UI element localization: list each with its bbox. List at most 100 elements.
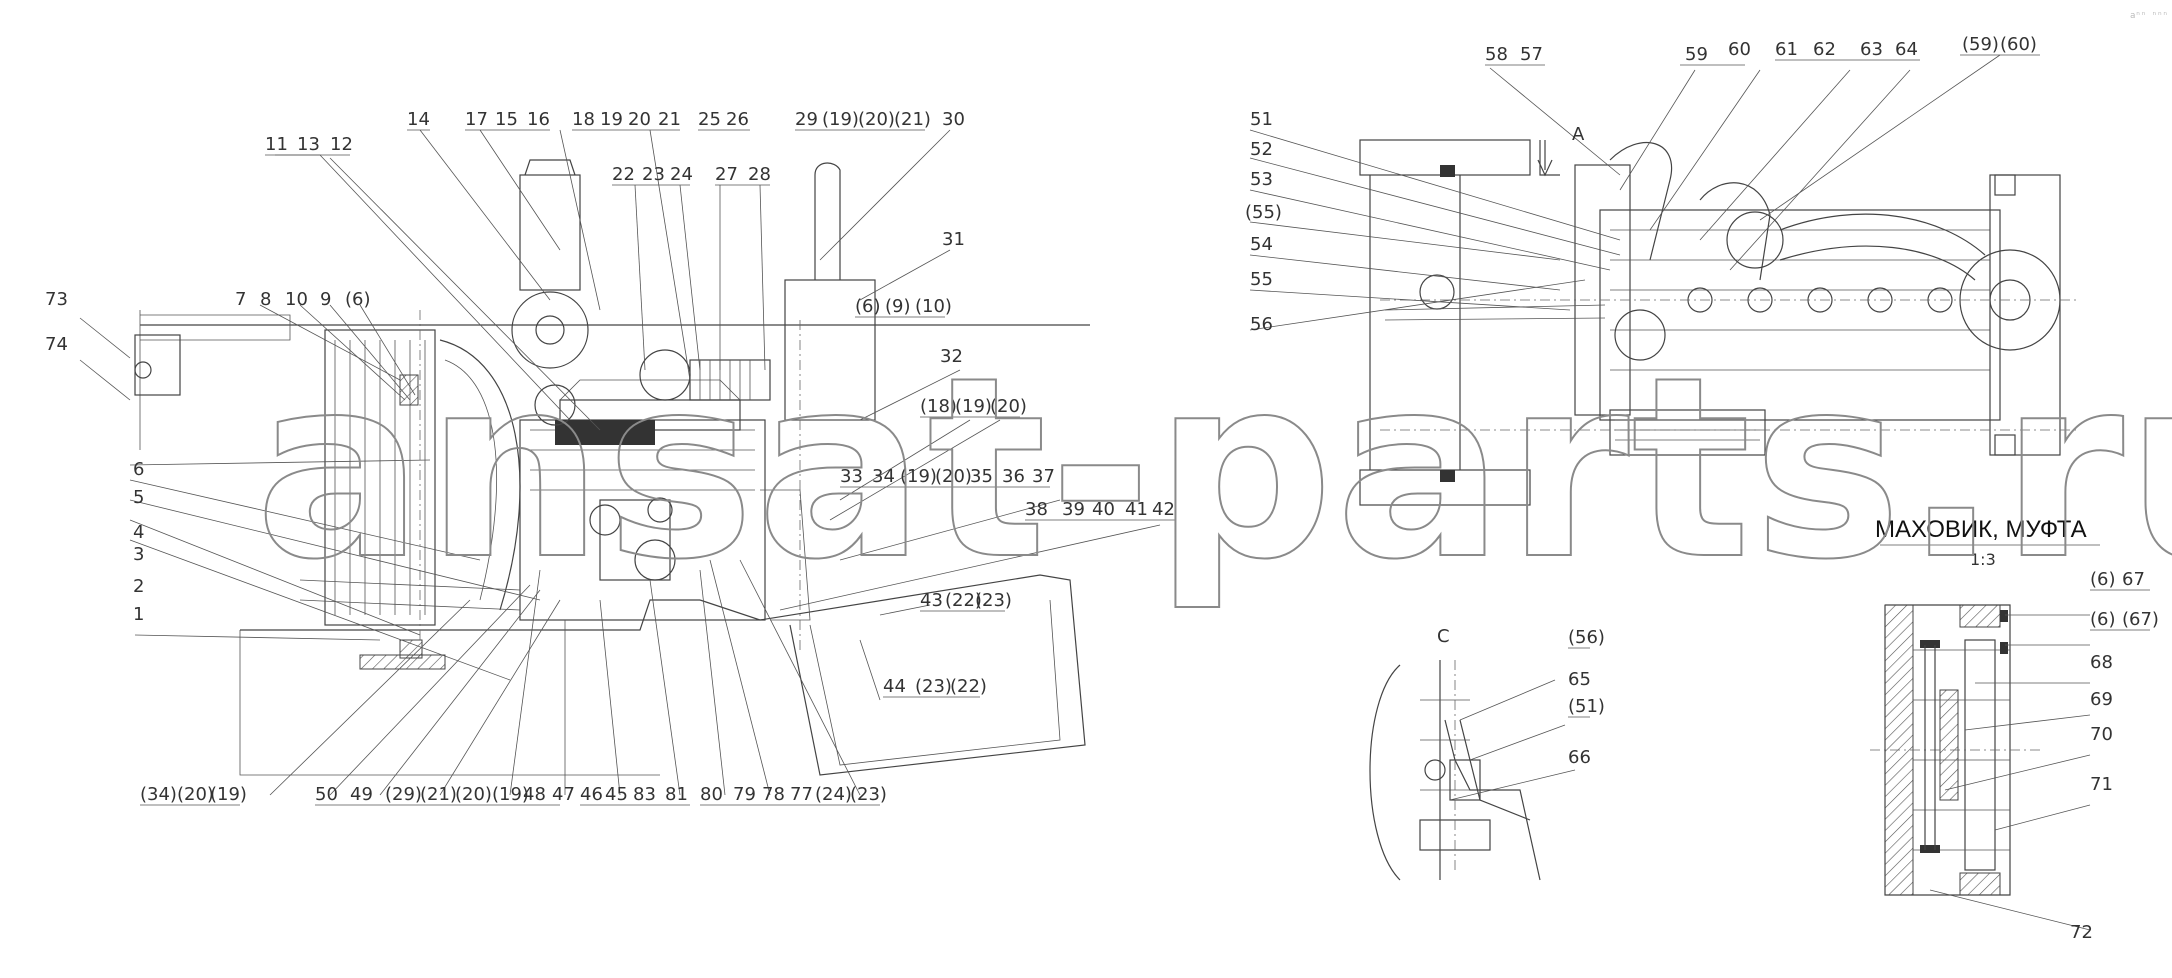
flywheel-clutch-section [1870,604,2040,896]
label-r6f: (6) [2090,609,2116,630]
label-9: 9 [320,289,331,310]
label-78: 78 [762,784,785,805]
label-36: 36 [1002,466,1025,487]
label-19: 19 [600,109,623,130]
label-62: 62 [1813,39,1836,60]
label-2: 2 [133,576,144,597]
label-8: 8 [260,289,271,310]
label-47: 47 [552,784,575,805]
view-c-leaders [1449,679,1576,801]
top-view [1359,139,2080,506]
label-r20b: (20) [990,396,1027,417]
label-b23: (23) [850,784,887,805]
label-6: 6 [133,459,144,480]
label-4: 4 [133,522,144,543]
label-79: 79 [733,784,756,805]
label-r6e: (6) [2090,569,2116,590]
label-31: 31 [942,229,965,250]
label-49: 49 [350,784,373,805]
label-underlines [140,54,2150,806]
label-5: 5 [133,487,144,508]
label-55: 55 [1250,269,1273,290]
view-c-detail [1369,660,1541,881]
label-b24: (24) [815,784,852,805]
label-44: 44 [883,676,906,697]
label-56: 56 [1250,314,1273,335]
label-66: 66 [1568,747,1591,768]
label-32: 32 [940,346,963,367]
label-60: 60 [1728,39,1751,60]
label-27: 27 [715,164,738,185]
label-r20c: (20) [935,466,972,487]
label-r67: (67) [2122,609,2159,630]
watermark: ansat-parts.ru [255,323,2172,614]
label-b20b: (20) [455,784,492,805]
label-15: 15 [495,109,518,130]
label-r59: (59) [1962,34,1999,55]
label-42: 42 [1152,499,1175,520]
label-b20: (20) [177,784,214,805]
label-45: 45 [605,784,628,805]
label-67: 67 [2122,569,2145,590]
label-r19c: (19) [900,466,937,487]
label-25: 25 [698,109,721,130]
label-29: 29 [795,109,818,130]
section-title: МАХОВИК, МУФТА [1875,516,2087,543]
label-20: 20 [628,109,651,130]
left-leader-lines [79,129,1161,796]
label-r6: (6) [855,296,881,317]
label-68: 68 [2090,652,2113,673]
label-81: 81 [665,784,688,805]
label-18: 18 [572,109,595,130]
label-b34: (34) [140,784,177,805]
label-22: 22 [612,164,635,185]
flywheel-leaders [1929,614,2091,931]
label-r56: (56) [1568,627,1605,648]
label-59: 59 [1685,44,1708,65]
label-17: 17 [465,109,488,130]
label-63: 63 [1860,39,1883,60]
label-24: 24 [670,164,693,185]
label-7: 7 [235,289,246,310]
label-83: 83 [633,784,656,805]
label-43: 43 [920,590,943,611]
label-33: 33 [840,466,863,487]
label-12: 12 [330,134,353,155]
label-26: 26 [726,109,749,130]
label-b19b: (19) [492,784,529,805]
label-35: 35 [970,466,993,487]
label-74: 74 [45,334,68,355]
label-14: 14 [407,109,430,130]
label-r23: (23) [975,590,1012,611]
label-77: 77 [790,784,813,805]
label-23: 23 [642,164,665,185]
label-view-c: C [1437,626,1450,647]
label-r9: (9) [885,296,911,317]
label-58: 58 [1485,44,1508,65]
label-30: 30 [942,109,965,130]
label-70: 70 [2090,724,2113,745]
label-r55: (55) [1245,202,1282,223]
label-r22: (22) [945,590,982,611]
label-b21: (21) [420,784,457,805]
label-52: 52 [1250,139,1273,160]
label-34: 34 [872,466,895,487]
label-73: 73 [45,289,68,310]
label-21: 21 [658,109,681,130]
label-61: 61 [1775,39,1798,60]
label-b29: (29) [385,784,422,805]
label-39: 39 [1062,499,1085,520]
label-r18: (18) [920,396,957,417]
label-r19b: (19) [955,396,992,417]
label-37: 37 [1032,466,1055,487]
label-38: 38 [1025,499,1048,520]
label-64: 64 [1895,39,1918,60]
callout-labels: 11 13 12 14 17 15 16 18 19 20 21 25 26 2… [45,34,2159,943]
label-r19: (19) [822,109,859,130]
label-80: 80 [700,784,723,805]
label-r10: (10) [915,296,952,317]
label-r60: (60) [2000,34,2037,55]
label-65: 65 [1568,669,1591,690]
